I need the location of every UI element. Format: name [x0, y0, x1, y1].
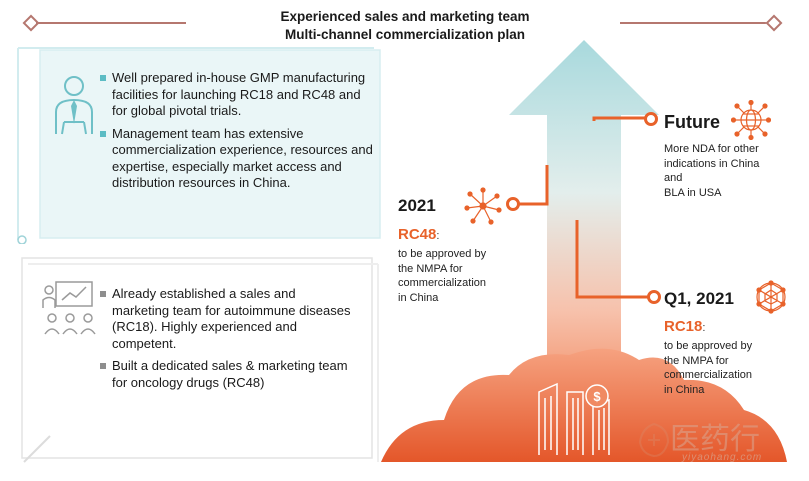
desc-line: and — [664, 172, 683, 184]
milestone-q1-2021-year: Q1, 2021 — [664, 289, 734, 308]
panel-top-bullets: Well prepared in-house GMP manufacturing… — [100, 70, 376, 198]
bullet-oncology-team: Built a dedicated sales & marketing team… — [100, 358, 356, 391]
watermark-logo-icon — [638, 422, 670, 458]
panel-sales-team: Already established a sales and marketin… — [14, 252, 384, 472]
panel-bottom-frame — [21, 257, 379, 463]
rc18-colon: : — [702, 322, 706, 334]
connector-future — [592, 116, 647, 121]
rc48-label: RC48 — [398, 226, 437, 243]
team-presentation-icon — [42, 281, 96, 335]
cloud-shape — [381, 348, 787, 462]
desc-line: indications in China — [664, 157, 760, 170]
title-rule-left — [36, 22, 186, 24]
network-node-icon — [464, 187, 502, 225]
rc18-label: RC18 — [664, 318, 703, 335]
svg-text:$: $ — [593, 389, 601, 404]
rc48-colon: : — [436, 230, 440, 242]
desc-line: commercialization — [398, 277, 487, 289]
milestone-2021-desc: to be approved by the NMPA for commercia… — [398, 247, 486, 305]
desc-line: in China — [664, 383, 705, 396]
globe-network-icon — [731, 100, 771, 140]
desc-line: commercialization — [664, 369, 753, 381]
desc-line: BLA in USA — [664, 186, 722, 199]
milestone-q1-2021-desc: to be approved by the NMPA for commercia… — [664, 339, 752, 397]
connector-q1-2021 — [575, 220, 649, 299]
connector-2021 — [515, 165, 549, 206]
title-line-1: Experienced sales and marketing team — [280, 9, 530, 24]
milestone-2021-year: 2021 — [398, 196, 436, 215]
bullet-management: Management team has extensive commercial… — [100, 126, 376, 192]
milestone-future-year: Future — [664, 112, 720, 132]
panel-bottom-bullets: Already established a sales and marketin… — [100, 286, 356, 397]
arrow-shape — [509, 40, 659, 380]
desc-line: in China — [398, 291, 439, 304]
growth-arrow-graphic: $ — [381, 40, 787, 462]
desc-line: to be approved by — [664, 340, 753, 352]
milestone-future-desc: More NDA for other indications in China … — [664, 142, 759, 200]
title-rule-right — [620, 22, 768, 24]
desc-line: the NMPA for — [664, 354, 729, 367]
city-buildings-icon: $ — [538, 382, 610, 455]
page-title: Experienced sales and marketing team Mul… — [190, 8, 620, 44]
watermark-latin: yiyaohang.com — [682, 452, 763, 463]
bullet-gmp: Well prepared in-house GMP manufacturing… — [100, 70, 376, 120]
desc-line: the NMPA for — [398, 262, 463, 275]
panel-top-frame — [17, 47, 381, 244]
milestone-2021-code: RC48: — [398, 226, 439, 243]
milestone-q1-2021-code: RC18: — [664, 318, 705, 335]
panel-manufacturing: Well prepared in-house GMP manufacturing… — [14, 44, 384, 244]
watermark-cn: 医药行 — [670, 422, 760, 457]
manager-icon — [55, 76, 93, 135]
desc-line: to be approved by — [398, 248, 487, 260]
title-line-2: Multi-channel commercialization plan — [284, 27, 526, 42]
bullet-autoimmune-team: Already established a sales and marketin… — [100, 286, 356, 352]
desc-line: More NDA for other — [664, 143, 759, 155]
sphere-network-icon — [756, 280, 786, 314]
